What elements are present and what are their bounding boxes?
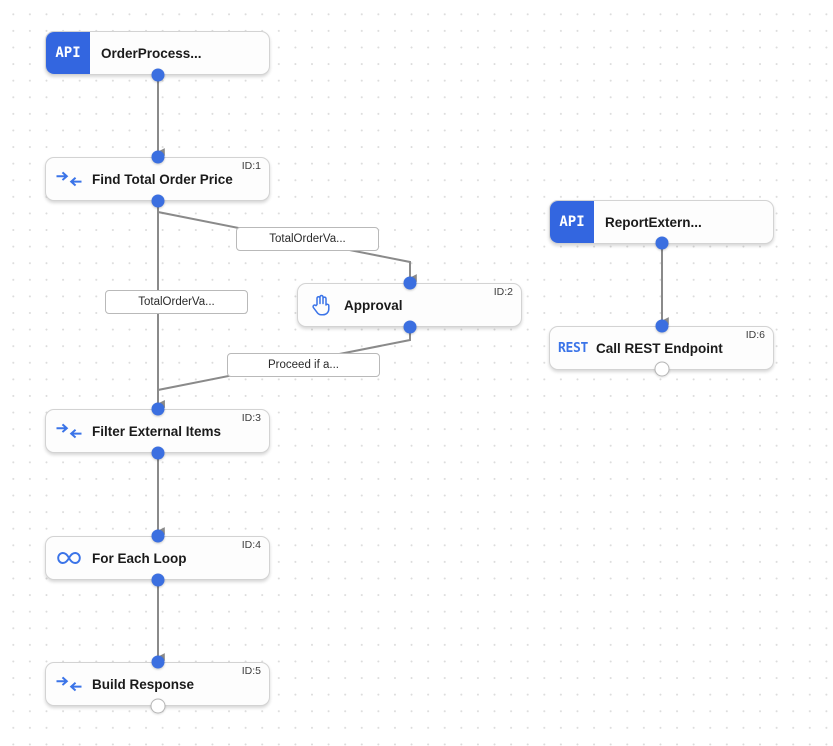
node-id-badge: ID:5 [241,665,261,677]
node-label: Find Total Order Price [92,171,233,187]
port-filter_external_items-bottom[interactable] [151,446,165,460]
node-order_process[interactable]: API OrderProcess... [45,31,270,75]
transform-arrows-icon [46,410,92,452]
node-id-badge: ID:6 [745,329,765,341]
node-label: Filter External Items [92,423,222,439]
node-label: Call REST Endpoint [596,340,723,356]
transform-arrows-icon [46,663,92,705]
api-badge-icon: API [550,201,594,243]
node-label: Build Response [92,676,195,692]
edge-label-total_order_value_top[interactable]: TotalOrderVa... [236,227,379,251]
port-call_rest_endpoint-top[interactable] [655,319,669,333]
node-label: ReportExtern... [605,214,702,230]
port-build_response-bottom[interactable] [150,698,166,714]
node-label: Approval [344,297,403,313]
port-approval-bottom[interactable] [403,320,417,334]
api-badge-icon: API [46,32,90,74]
rest-badge-icon: REST [557,340,589,356]
port-build_response-top[interactable] [151,655,165,669]
node-label: OrderProcess... [101,45,202,61]
node-for_each_loop[interactable]: For Each Loop ID:4 [45,536,270,580]
port-filter_external_items-top[interactable] [151,402,165,416]
port-approval-top[interactable] [403,276,417,290]
infinity-icon [46,537,92,579]
port-report_external-bottom[interactable] [655,236,669,250]
edge-label-proceed_if[interactable]: Proceed if a... [227,353,380,377]
port-for_each_loop-bottom[interactable] [151,573,165,587]
port-order_process-bottom[interactable] [151,68,165,82]
node-filter_external_items[interactable]: Filter External Items ID:3 [45,409,270,453]
node-approval[interactable]: Approval ID:2 [297,283,522,327]
node-id-badge: ID:4 [241,539,261,551]
port-for_each_loop-top[interactable] [151,529,165,543]
node-id-badge: ID:3 [241,412,261,424]
node-id-badge: ID:2 [493,286,513,298]
edge-label-total_order_value_left[interactable]: TotalOrderVa... [105,290,248,314]
port-call_rest_endpoint-bottom[interactable] [654,361,670,377]
port-find_total_order_price-top[interactable] [151,150,165,164]
port-find_total_order_price-bottom[interactable] [151,194,165,208]
transform-arrows-icon [46,158,92,200]
node-id-badge: ID:1 [241,160,261,172]
node-label: For Each Loop [92,550,187,566]
hand-icon [298,284,344,326]
